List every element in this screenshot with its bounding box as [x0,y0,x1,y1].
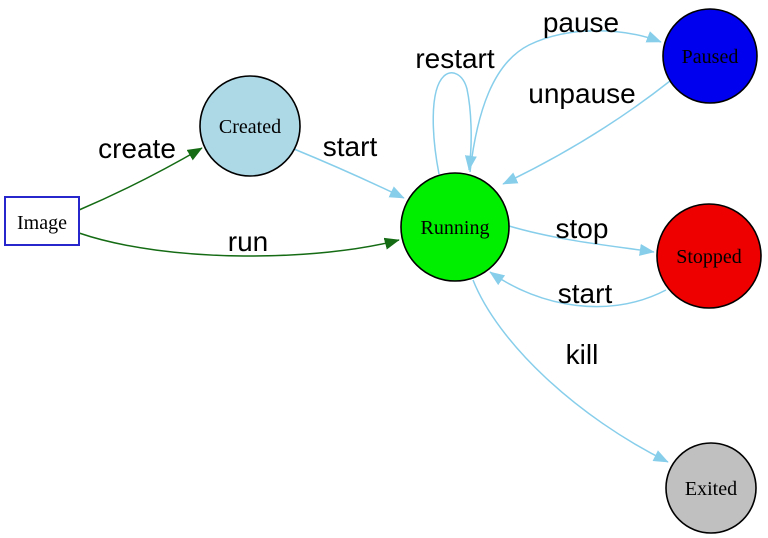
edge-label-run: run [228,226,268,257]
node-image-label: Image [17,212,67,234]
node-paused-label: Paused [682,46,739,68]
edge-stop [508,225,655,256]
node-paused-circle [662,8,758,104]
node-created-label: Created [219,116,281,138]
edge-label-restart: restart [415,43,495,74]
node-running-circle [400,172,510,282]
edge-pause [469,30,662,173]
node-exited-label: Exited [685,478,737,500]
edge-restart-self-loop [432,72,477,175]
edge-run [78,232,400,257]
edge-label-start-1: start [323,131,378,162]
edge-create [78,147,203,211]
node-created-circle [199,75,301,177]
edge-label-start-2: start [558,278,613,309]
node-running: Running [400,172,510,282]
node-created: Created [199,75,301,177]
edge-label-create: create [98,133,176,164]
node-stopped-label: Stopped [676,246,742,268]
edge-unpause [502,80,671,185]
edge-label-pause: pause [543,7,619,38]
node-image: Image [4,196,80,246]
node-image-box [4,196,80,246]
edge-start-stopped-running [489,271,667,308]
edge-label-unpause: unpause [528,78,635,109]
edge-label-kill: kill [566,339,599,370]
node-stopped-circle [656,203,762,309]
node-exited: Exited [665,442,757,534]
edge-kill [472,279,669,463]
node-running-label: Running [421,217,490,239]
edge-start-created-running [293,148,405,199]
node-paused: Paused [662,8,758,104]
node-stopped: Stopped [656,203,762,309]
edge-label-stop: stop [556,213,609,244]
node-exited-circle [665,442,757,534]
